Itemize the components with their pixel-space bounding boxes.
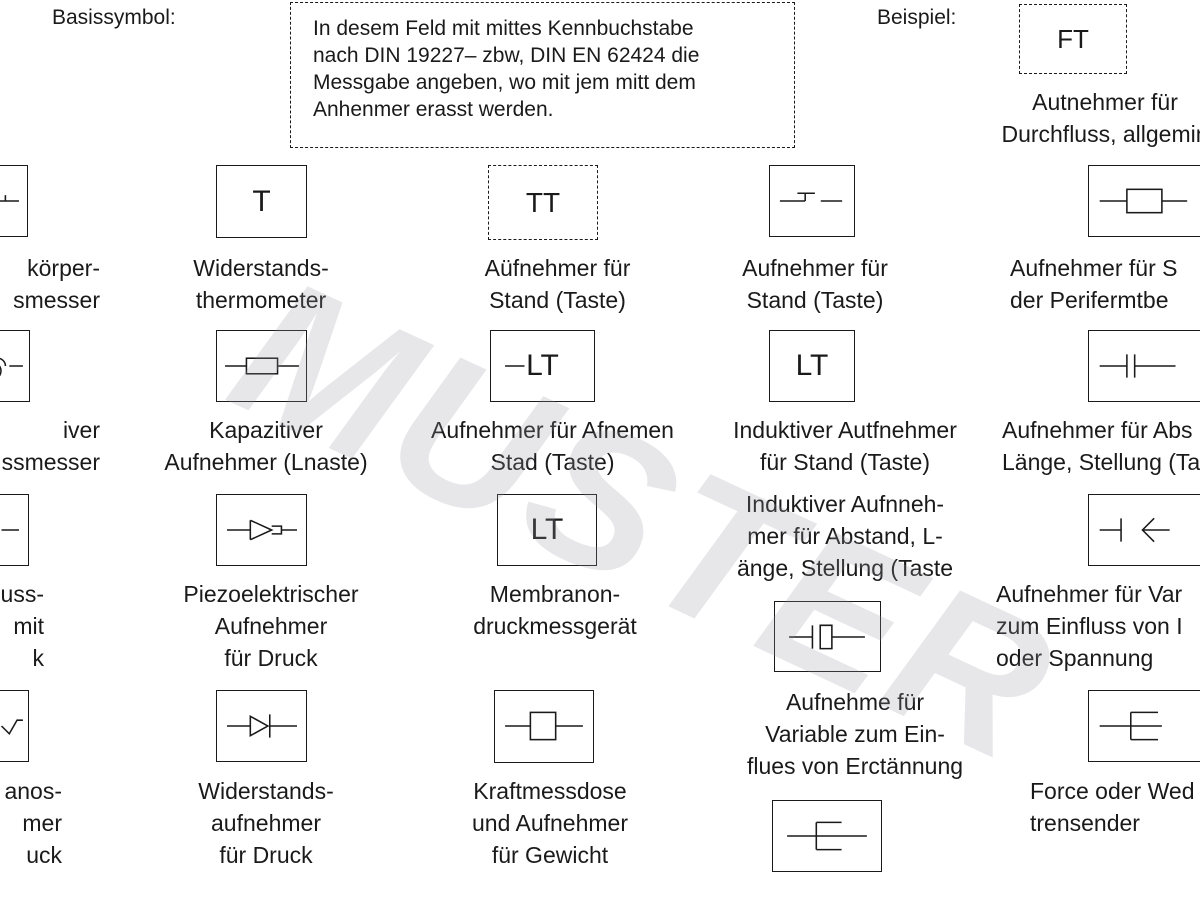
symbol-c4r4	[1088, 690, 1200, 762]
symbol-widerstandsthermometer-label: T	[252, 184, 271, 218]
symbol-variable-dehnung	[774, 601, 881, 672]
symbol-force-small	[772, 800, 882, 872]
example-caption: Autnehmer für Durchfluss, allgemin	[1001, 89, 1200, 147]
force-small-graphic	[787, 821, 867, 851]
resistor-graphic	[225, 357, 299, 375]
caption-c4r1: Aufnehmer für S der Perifermtbe	[1010, 255, 1178, 313]
caption-membranon-druckmessgeraet: Membranon- druckmessgerät	[473, 581, 637, 639]
symbol-kapazitiver-aufnehmer	[216, 330, 307, 402]
symbol-c0r4	[0, 690, 29, 762]
caption-aufnehmer-stand-taste: Aufnehmer für Stand (Taste)	[742, 255, 888, 313]
symbol-aufnehmer-afnemen: LT	[490, 330, 595, 402]
lead-line-graphic	[505, 365, 525, 367]
caption-c0r3: uss- mit k	[0, 581, 44, 671]
symbol-c4r4-graphic	[1099, 711, 1162, 741]
example-heading: Beispiel:	[877, 6, 957, 29]
caption-c0r2: iver ssmesser	[1, 417, 100, 475]
symbol-c4r2	[1088, 330, 1200, 402]
symbol-widerstandsaufnehmer-druck	[216, 690, 307, 762]
symbol-c4r3	[1088, 494, 1200, 566]
symbol-c4r1	[1088, 165, 1200, 237]
basis-symbol-note: In desem Feld mit mittes Kennbuchstabe n…	[290, 2, 795, 148]
caption-kapazitiver-aufnehmer: Kapazitiver Aufnehmer (Lnaste)	[164, 417, 368, 475]
diode-graphic	[226, 714, 297, 738]
symbol-c0r3-graphic	[1, 529, 20, 531]
caption-c4r3: Aufnehmer für Var zum Einfluss von I ode…	[996, 581, 1183, 671]
gap-coupling-graphic	[789, 624, 865, 650]
symbol-membranon-label: LT	[530, 513, 564, 546]
symbol-c0r2-graphic	[0, 357, 23, 377]
symbol-induktiver-stand: LT	[769, 330, 855, 402]
symbol-c0r2	[0, 330, 30, 402]
caption-c4r2: Aufnehmer für Abs Länge, Stellung (Ta	[1002, 417, 1200, 475]
caption-piezoelektrischer-aufnehmer: Piezoelektrischer Aufnehmer für Druck	[183, 581, 359, 671]
symbol-aufnehmer-stand-taste	[769, 165, 855, 237]
symbol-aufnehmer-stand-dashed: TT	[488, 165, 598, 240]
caption-widerstandsthermometer: Widerstands- thermometer	[193, 255, 329, 313]
caption-induktiver-abstand: Induktiver Aufnneh- mer für Abstand, L- …	[736, 491, 954, 581]
caption-c4r4: Force oder Wed trensender	[1030, 778, 1195, 836]
symbol-piezoelektrischer-aufnehmer	[216, 494, 307, 566]
example-symbol-label: FT	[1057, 24, 1089, 54]
symbol-aufnehmer-stand-dashed-label: TT	[525, 186, 561, 218]
capacitor-graphic	[1099, 354, 1176, 378]
caption-aufnehmer-stand-dashed: Aüfnehmer für Stand (Taste)	[484, 255, 631, 313]
symbol-membranon-druckmessgeraet: LT	[497, 494, 597, 566]
caption-c0r1: körper- smesser	[13, 255, 100, 313]
caption-induktiver-stand: Induktiver Autfnehmer für Stand (Taste)	[733, 417, 957, 475]
symbol-c4r3-graphic	[1099, 517, 1170, 543]
symbol-c4r1-graphic	[1099, 188, 1188, 214]
step-line-graphic	[779, 192, 843, 202]
symbol-c0r1-graphic	[0, 195, 19, 202]
load-cell-graphic	[505, 711, 583, 741]
symbol-aufnehmer-afnemen-label: LT	[526, 349, 559, 382]
caption-widerstandsaufnehmer-druck: Widerstands- aufnehmer für Druck	[198, 778, 334, 868]
symbol-c0r4-graphic	[0, 719, 23, 736]
symbol-induktiver-stand-label: LT	[795, 349, 829, 382]
caption-aufnehmer-afnemen: Aufnehmer für Afnemen Stad (Taste)	[431, 417, 674, 475]
piezo-graphic	[226, 519, 297, 541]
caption-kraftmessdose: Kraftmessdose und Aufnehmer für Gewicht	[471, 778, 628, 868]
symbol-widerstandsthermometer: T	[216, 165, 307, 238]
basis-symbol-heading: Basissymbol:	[52, 6, 176, 29]
symbol-c0r1	[0, 165, 28, 237]
example-symbol-box: FT	[1019, 4, 1127, 74]
symbol-kraftmessdose	[494, 690, 594, 763]
caption-c0r4: anos- mer uck	[4, 778, 62, 868]
symbol-c0r3	[0, 494, 29, 566]
caption-variable-dehnung: Aufnehme für Variable zum Ein- flues von…	[746, 689, 964, 779]
